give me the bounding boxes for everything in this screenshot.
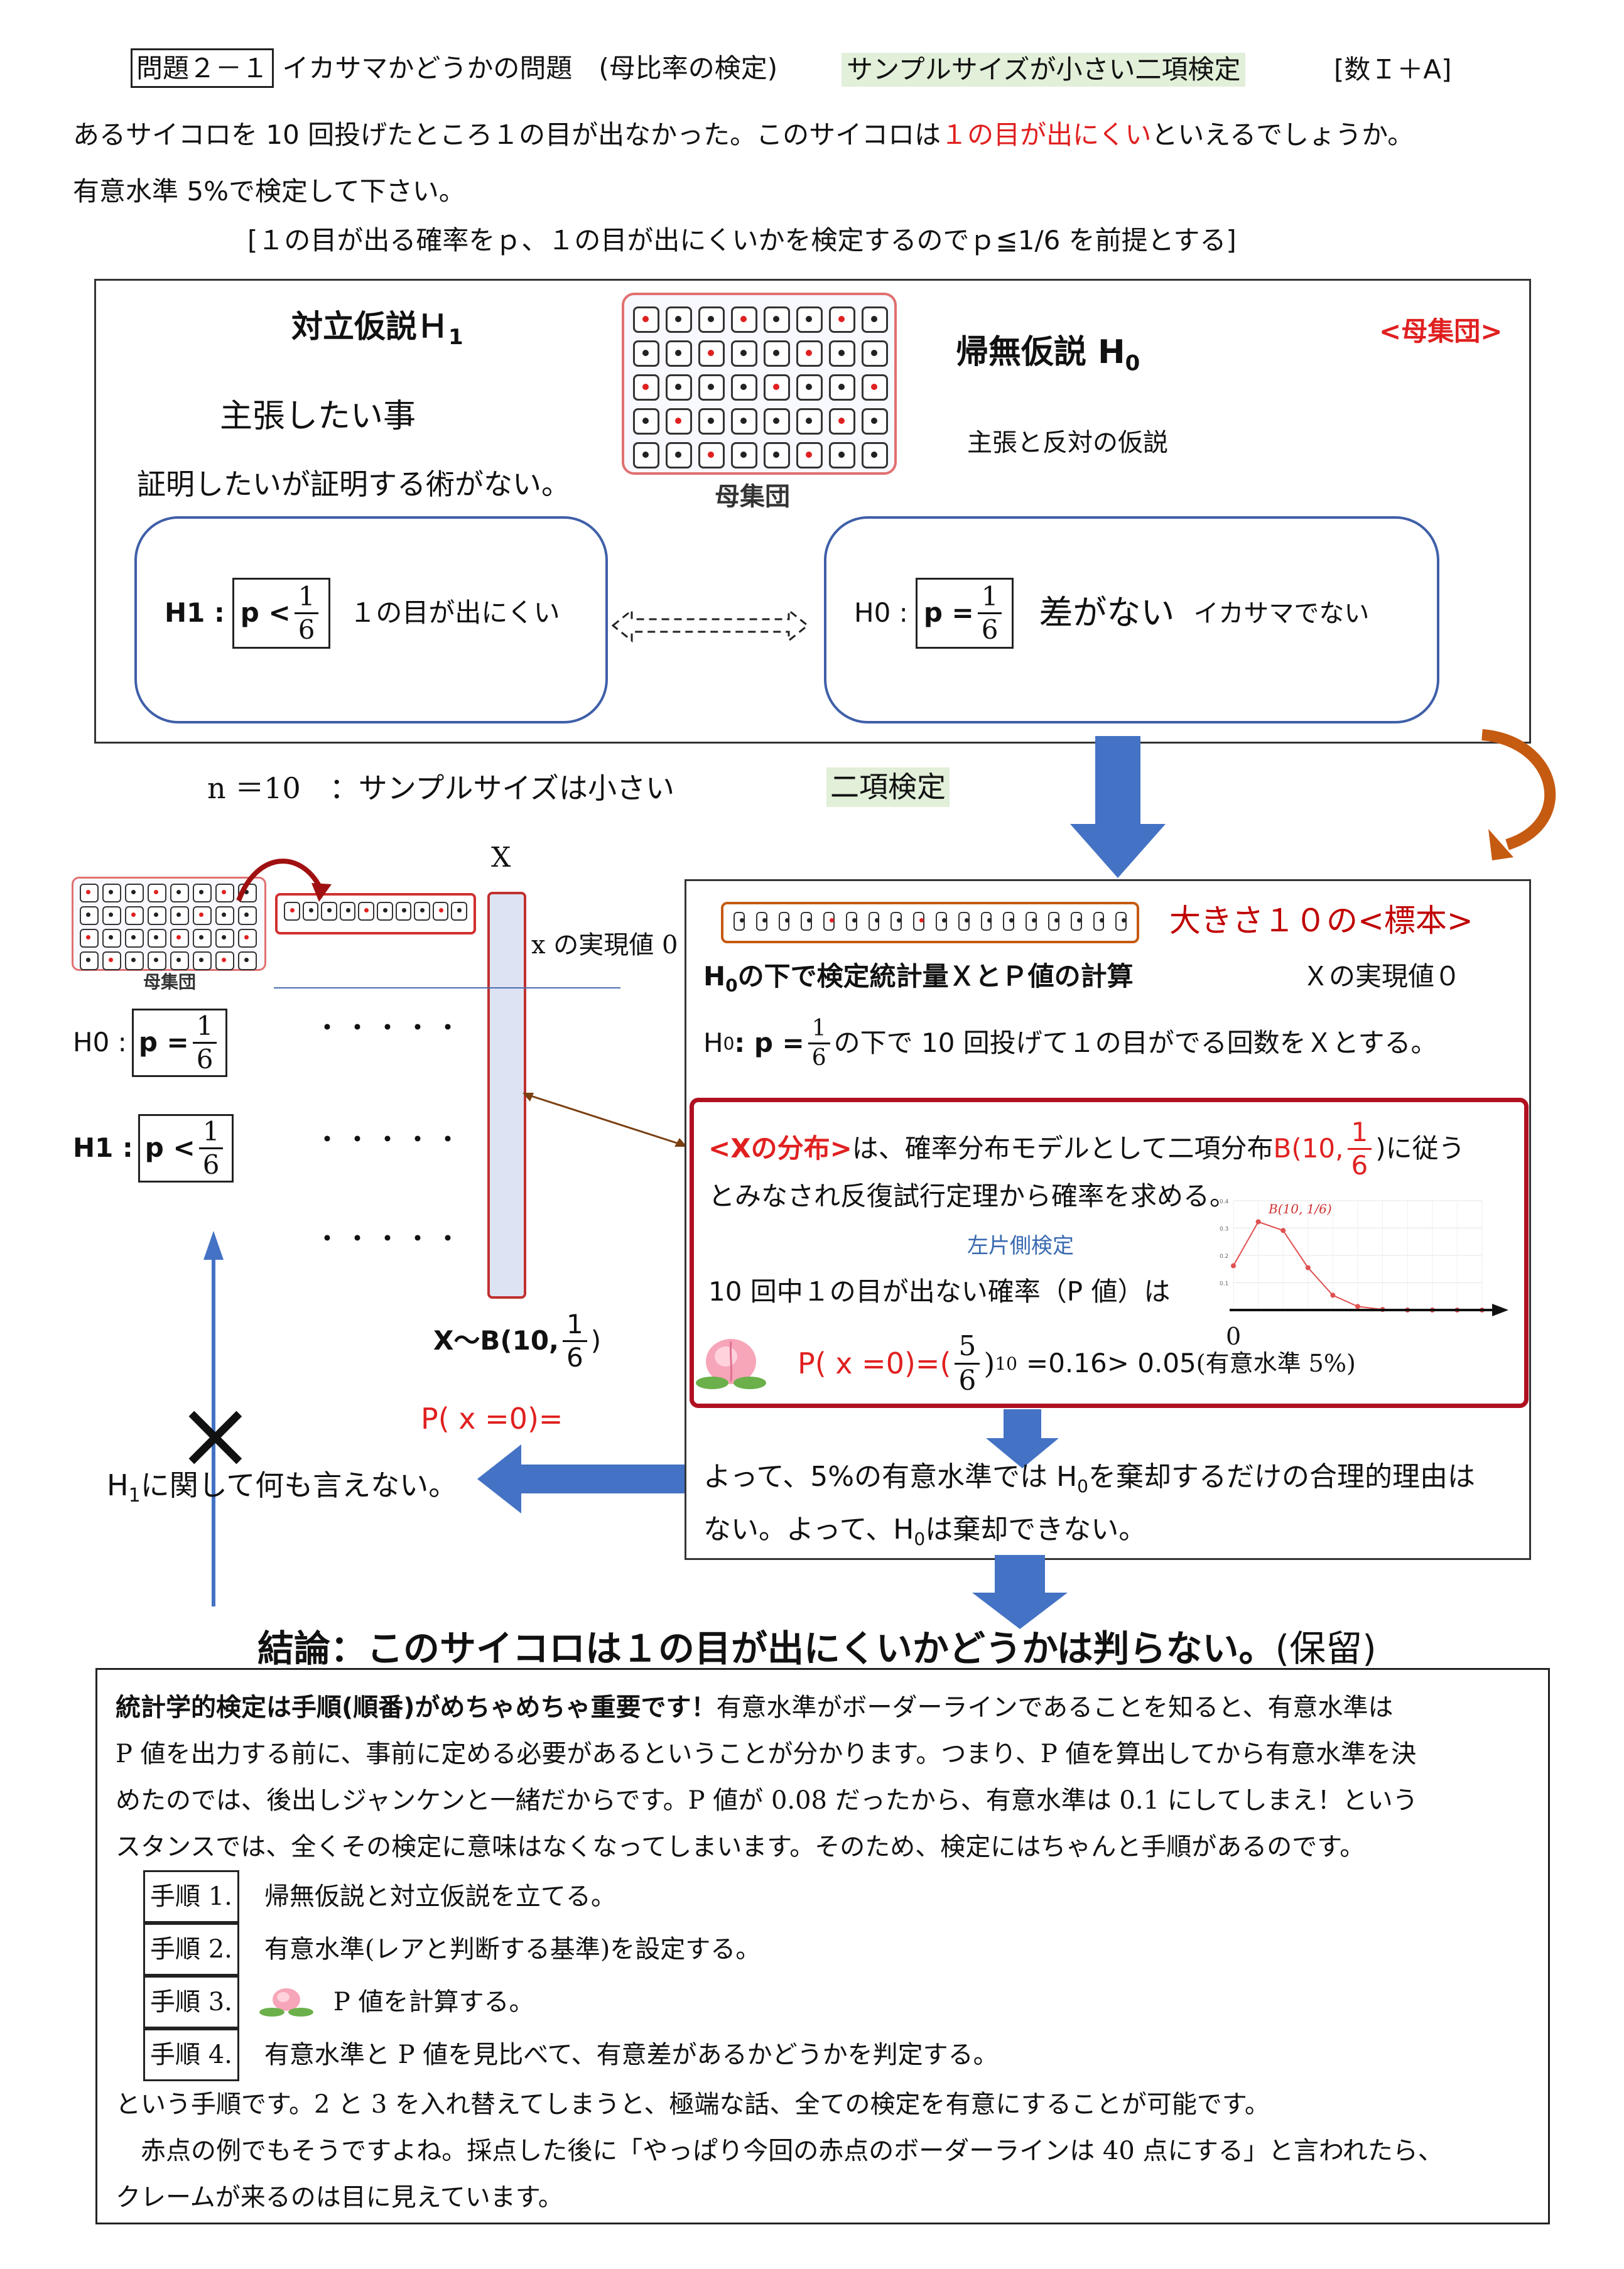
dice-row [80,929,259,948]
dice-row [80,906,259,925]
premise: [１の目が出る確率をｐ、１の目が出にくいかを検定するのでｐ≦1/6 を前提とする… [247,225,1237,256]
notes-line-7: クレームが来るのは目に見えています。 [116,2174,1443,2221]
peach-icon [252,1985,321,2020]
subject-tag: [数Ｉ＋A] [1334,54,1452,85]
chart-point [1306,1265,1311,1270]
double-arrow-icon [607,607,814,644]
null-hypothesis-desc: 主張と反対の仮説 [967,422,1168,458]
dice-row [80,951,259,970]
chart-ytick-label: 0.2 [1220,1254,1228,1260]
x-realized-label: x の実現値 0 [531,924,678,961]
dice-row [633,374,888,401]
conclusion-main: 結論：このサイコロは１の目が出にくいかどうかは判らない。 [257,1627,1275,1670]
notes-line-2: P 値を出力する前に、事前に定める必要があるということが分かります。つまり、P … [116,1731,1443,1777]
dice-row [633,408,888,435]
population-image [622,293,897,475]
chart-ytick-label: 0.3 [1220,1227,1228,1233]
x-realized: Ｘの実現値０ [1302,961,1461,992]
chart-point [1280,1228,1286,1233]
step-2: 手順 2. 有意水準(レアと判断する基準)を設定する。 [116,1923,1443,1976]
problem-number: 問題２－１ [131,48,274,88]
calc-title: H0の下で検定統計量ＸとＰ値の計算 [703,961,1134,996]
method-tag: サンプルサイズが小さい二項検定 [842,53,1245,87]
notes-line-6: 赤点の例でもそうですよね。採点した後に「やっぱり今回の赤点のボーダーラインは 4… [116,2128,1443,2174]
chart-title: B(10, 1/6) [1268,1201,1332,1216]
chart-point [1256,1219,1261,1224]
h0-label: H0 : [854,597,908,629]
result-line-2: ない。よって、H0は棄却できない。 [703,1514,1146,1549]
result-line-1: よって、5%の有意水準では H0を棄却するだけの合理的理由は [703,1461,1475,1497]
left-population-caption: 母集団 [143,968,196,994]
chart-axis-arrow [1492,1304,1508,1316]
chart-point [1355,1304,1360,1309]
notes-line-3: めたのでは、後出しジャンケンと一緒だからです。P 値が 0.08 だったから、有… [116,1777,1443,1824]
sample-tag: 大きさ１０の<標本> [1169,902,1473,940]
problem-title: イカサマかどうかの問題 (母比率の検定) [282,53,777,84]
dice-row [633,306,888,333]
null-hypothesis-title: 帰無仮説 H0 [956,325,1140,376]
header: 問題２－１ イカサマかどうかの問題 (母比率の検定) [131,53,777,84]
question-text-a: あるサイコロを 10 回投げたところ１の目が出なかった。このサイコロは [73,119,941,150]
divider-line [274,987,620,988]
h0-text-big: 差がない [1039,593,1174,634]
h0-text-small: イカサマでない [1193,598,1369,629]
distribution-line-2: とみなされ反復試行定理から確率を求める。 [708,1181,1236,1212]
step-1: 手順 1. 帰無仮説と対立仮説を立てる。 [116,1870,1443,1923]
question-line-1: あるサイコロを 10 回投げたところ１の目が出なかった。このサイコロは１の目が出… [73,119,1414,151]
chart-ytick-label: 0.4 [1220,1199,1229,1205]
step-3: 手順 3. P 値を計算する。 [116,1976,1443,2028]
alt-hypothesis-title: 対立仮説Ｈ1 [291,301,463,350]
connector-arrow-icon [520,1088,690,1151]
population-tag: <母集団> [1379,310,1502,349]
chart-point [1231,1264,1236,1269]
red-curve-arrow-icon [232,850,345,907]
left-arrow-icon [477,1444,691,1514]
chart-point [1330,1293,1335,1298]
notes-line-4: スタンスでは、全くその検定に意味はなくなってしまいます。そのため、検定にはちゃん… [116,1824,1443,1870]
dice-row [633,442,888,468]
step-4: 手順 4. 有意水準と P 値を見比べて、有意差があるかどうかを判定する。 [116,2028,1443,2081]
notes-text: 統計学的検定は手順(順番)がめちゃめちゃ重要です！有意水準がボーダーラインである… [116,1684,1443,2221]
x-label: X [491,842,511,874]
h0-statement: H0 : p = 16 差がない イカサマでない [854,578,1369,649]
h1-conclusion: H1に関して何も言えない。 [107,1468,457,1507]
claim-text: 主張したい事 [220,389,416,436]
peach-icon [693,1331,769,1394]
conclusion-note: (保留) [1275,1627,1377,1670]
sample-image [721,902,1139,943]
conclusion: 結論：このサイコロは１の目が出にくいかどうかは判らない。(保留) [257,1619,1377,1672]
question-line-2: 有意水準 5%で検定して下さい。 [73,176,465,207]
notes-line-5: という手順です。2 と 3 を入れ替えてしまうと、極端な話、全ての検定を有意にす… [116,2081,1443,2128]
sample-size-text: n ＝10 ：サンプルサイズは小さい [207,771,674,806]
left-p-label: P( x =0)= [421,1402,563,1436]
dots-3: ・・・・・ [314,1223,465,1255]
cannot-prove-text: 証明したいが証明する術がない。 [137,467,570,502]
chart-ytick-label: 0.1 [1220,1281,1228,1287]
notes-line-1: 統計学的検定は手順(順番)がめちゃめちゃ重要です！有意水準がボーダーラインである… [116,1684,1443,1731]
curved-arrow-icon [1470,722,1570,867]
h1-text: １の目が出にくい [349,597,560,629]
question-highlight: １の目が出にくい [941,119,1151,150]
population-caption: 母集団 [715,476,790,512]
dots-2: ・・・・・ [314,1124,465,1156]
binomial-chart: 0.4 0.3 0.2 0.1 B(10, 1/6) [1218,1188,1513,1333]
distribution-line-3: 10 回中１の目が出ない確率（P 値）は [708,1276,1170,1308]
down-arrow-icon [1068,736,1168,880]
binomial-test-tag: 二項検定 [826,767,950,807]
dots-1: ・・・・・ [314,1012,465,1044]
dice-row [633,340,888,367]
h1-label: H1 : [165,597,225,629]
question-text-b: といえるでしょうか。 [1151,119,1414,150]
left-tail-label: 左片側検定 [967,1228,1074,1259]
